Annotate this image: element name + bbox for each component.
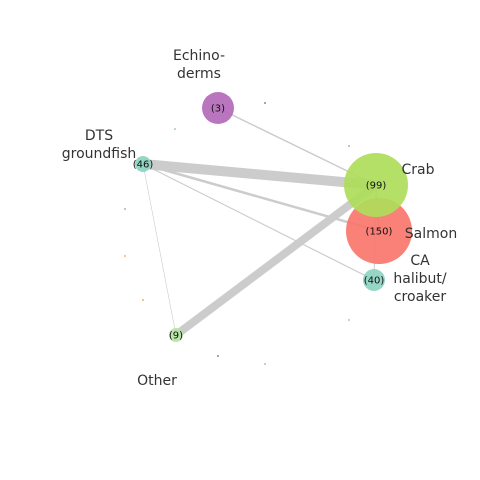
minor-dot — [124, 208, 126, 210]
node-count-echinoderms: (3) — [211, 104, 225, 115]
minor-dot — [348, 145, 350, 147]
edge-dts-other — [142, 163, 177, 336]
minor-dot — [142, 299, 144, 301]
node-count-crab: (99) — [366, 181, 387, 192]
minor-dot — [174, 128, 176, 130]
node-label-ca: CA — [410, 253, 430, 269]
node-count-other: (9) — [169, 331, 183, 342]
node-label-other: Other — [137, 373, 177, 389]
minor-dot — [348, 319, 350, 321]
minor-dots-layer — [124, 102, 350, 365]
edges-layer — [142, 107, 380, 339]
node-salmon — [346, 198, 412, 264]
node-label-dts: DTS — [85, 128, 113, 144]
node-label-echinoderms: Echino- — [173, 48, 225, 64]
node-label-salmon: Salmon — [405, 226, 457, 242]
minor-dot — [264, 102, 266, 104]
edge-dts-salmon — [142, 162, 380, 233]
node-ca — [363, 269, 385, 291]
nodes-layer: (150) (99) (3) (46) (40) (9) — [133, 92, 412, 342]
node-count-ca: (40) — [364, 276, 385, 287]
edge-dts-ca — [142, 163, 375, 281]
node-echinoderms — [202, 92, 234, 124]
node-label-dts: groundfish — [62, 146, 137, 162]
minor-dot — [264, 363, 266, 365]
node-other — [169, 328, 183, 342]
node-count-dts: (46) — [133, 160, 154, 171]
node-crab — [344, 153, 408, 217]
node-label-ca: halibut/ — [393, 271, 446, 287]
node-label-ca: croaker — [394, 289, 447, 305]
minor-dot — [124, 255, 126, 257]
minor-dot — [217, 355, 219, 357]
node-label-crab: Crab — [402, 162, 435, 178]
node-label-echinoderms: derms — [177, 66, 221, 82]
edge-other-crab — [173, 181, 379, 339]
node-count-salmon: (150) — [366, 227, 393, 238]
node-dts — [135, 156, 151, 172]
edge-dts-crab — [142, 159, 377, 190]
